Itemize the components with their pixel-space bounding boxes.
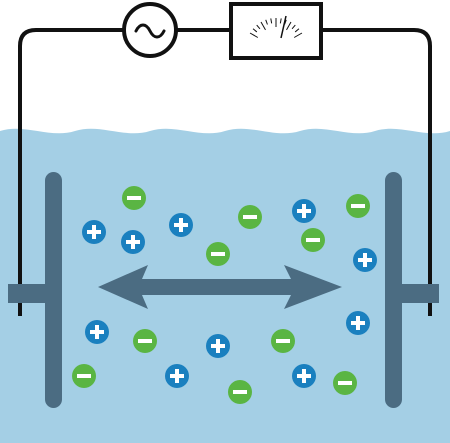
- negative-ion-icon: [301, 228, 325, 252]
- meter-body: [229, 2, 323, 60]
- left-electrode-connector: [8, 284, 62, 303]
- meter-needle-icon: [280, 15, 287, 39]
- meter-tick: [270, 18, 273, 24]
- meter-tick: [260, 21, 266, 31]
- meter-tick: [291, 24, 296, 30]
- positive-ion-icon: [121, 230, 145, 254]
- meter-tick: [256, 24, 261, 30]
- left-electrode: [8, 172, 62, 408]
- positive-ion-icon: [292, 364, 316, 388]
- ion-symbol-bar: [302, 204, 306, 218]
- positive-ion-icon: [346, 311, 370, 335]
- ion-symbol-bar: [243, 215, 257, 219]
- meter-scale-icon: [249, 18, 303, 38]
- ion-symbol-bar: [276, 339, 290, 343]
- ion-symbol-bar: [306, 238, 320, 242]
- ion-symbol-bar: [92, 225, 96, 239]
- ion-symbol-bar: [338, 381, 352, 385]
- positive-ion-icon: [165, 364, 189, 388]
- negative-ion-icon: [346, 194, 370, 218]
- ion-symbol-bar: [179, 218, 183, 232]
- meter-tick: [265, 19, 268, 25]
- ac-source: [122, 2, 178, 58]
- ion-symbol-bar: [216, 339, 220, 353]
- ion-symbol-bar: [138, 339, 152, 343]
- ion-symbol-bar: [233, 390, 247, 394]
- ion-symbol-bar: [95, 325, 99, 339]
- meter-tick: [286, 21, 292, 31]
- negative-ion-icon: [333, 371, 357, 395]
- ion-symbol-bar: [127, 196, 141, 200]
- meter-tick: [294, 28, 300, 33]
- right-electrode-connector: [385, 284, 439, 303]
- sine-wave-icon: [134, 23, 166, 39]
- negative-ion-icon: [238, 205, 262, 229]
- ion-group: [72, 186, 377, 404]
- negative-ion-icon: [271, 329, 295, 353]
- meter-tick: [279, 18, 282, 24]
- positive-ion-icon: [206, 334, 230, 358]
- meter: [229, 2, 323, 60]
- negative-ion-icon: [228, 380, 252, 404]
- positive-ion-icon: [292, 199, 316, 223]
- positive-ion-icon: [85, 320, 109, 344]
- negative-ion-icon: [206, 242, 230, 266]
- ion-symbol-bar: [131, 235, 135, 249]
- meter-tick: [252, 28, 258, 33]
- double-headed-arrow-icon: [98, 265, 342, 309]
- circuit-wire: [18, 28, 432, 316]
- right-electrode: [385, 172, 439, 408]
- negative-ion-icon: [133, 329, 157, 353]
- ion-symbol-bar: [175, 369, 179, 383]
- ion-symbol-bar: [363, 253, 367, 267]
- positive-ion-icon: [82, 220, 106, 244]
- negative-ion-icon: [72, 364, 96, 388]
- ion-symbol-bar: [302, 369, 306, 383]
- positive-ion-icon: [353, 248, 377, 272]
- ion-symbol-bar: [356, 316, 360, 330]
- positive-ion-icon: [169, 213, 193, 237]
- ion-symbol-bar: [351, 204, 365, 208]
- ion-symbol-bar: [211, 252, 225, 256]
- ion-symbol-bar: [77, 374, 91, 378]
- meter-tick: [249, 32, 259, 38]
- meter-tick: [293, 32, 303, 38]
- negative-ion-icon: [122, 186, 146, 210]
